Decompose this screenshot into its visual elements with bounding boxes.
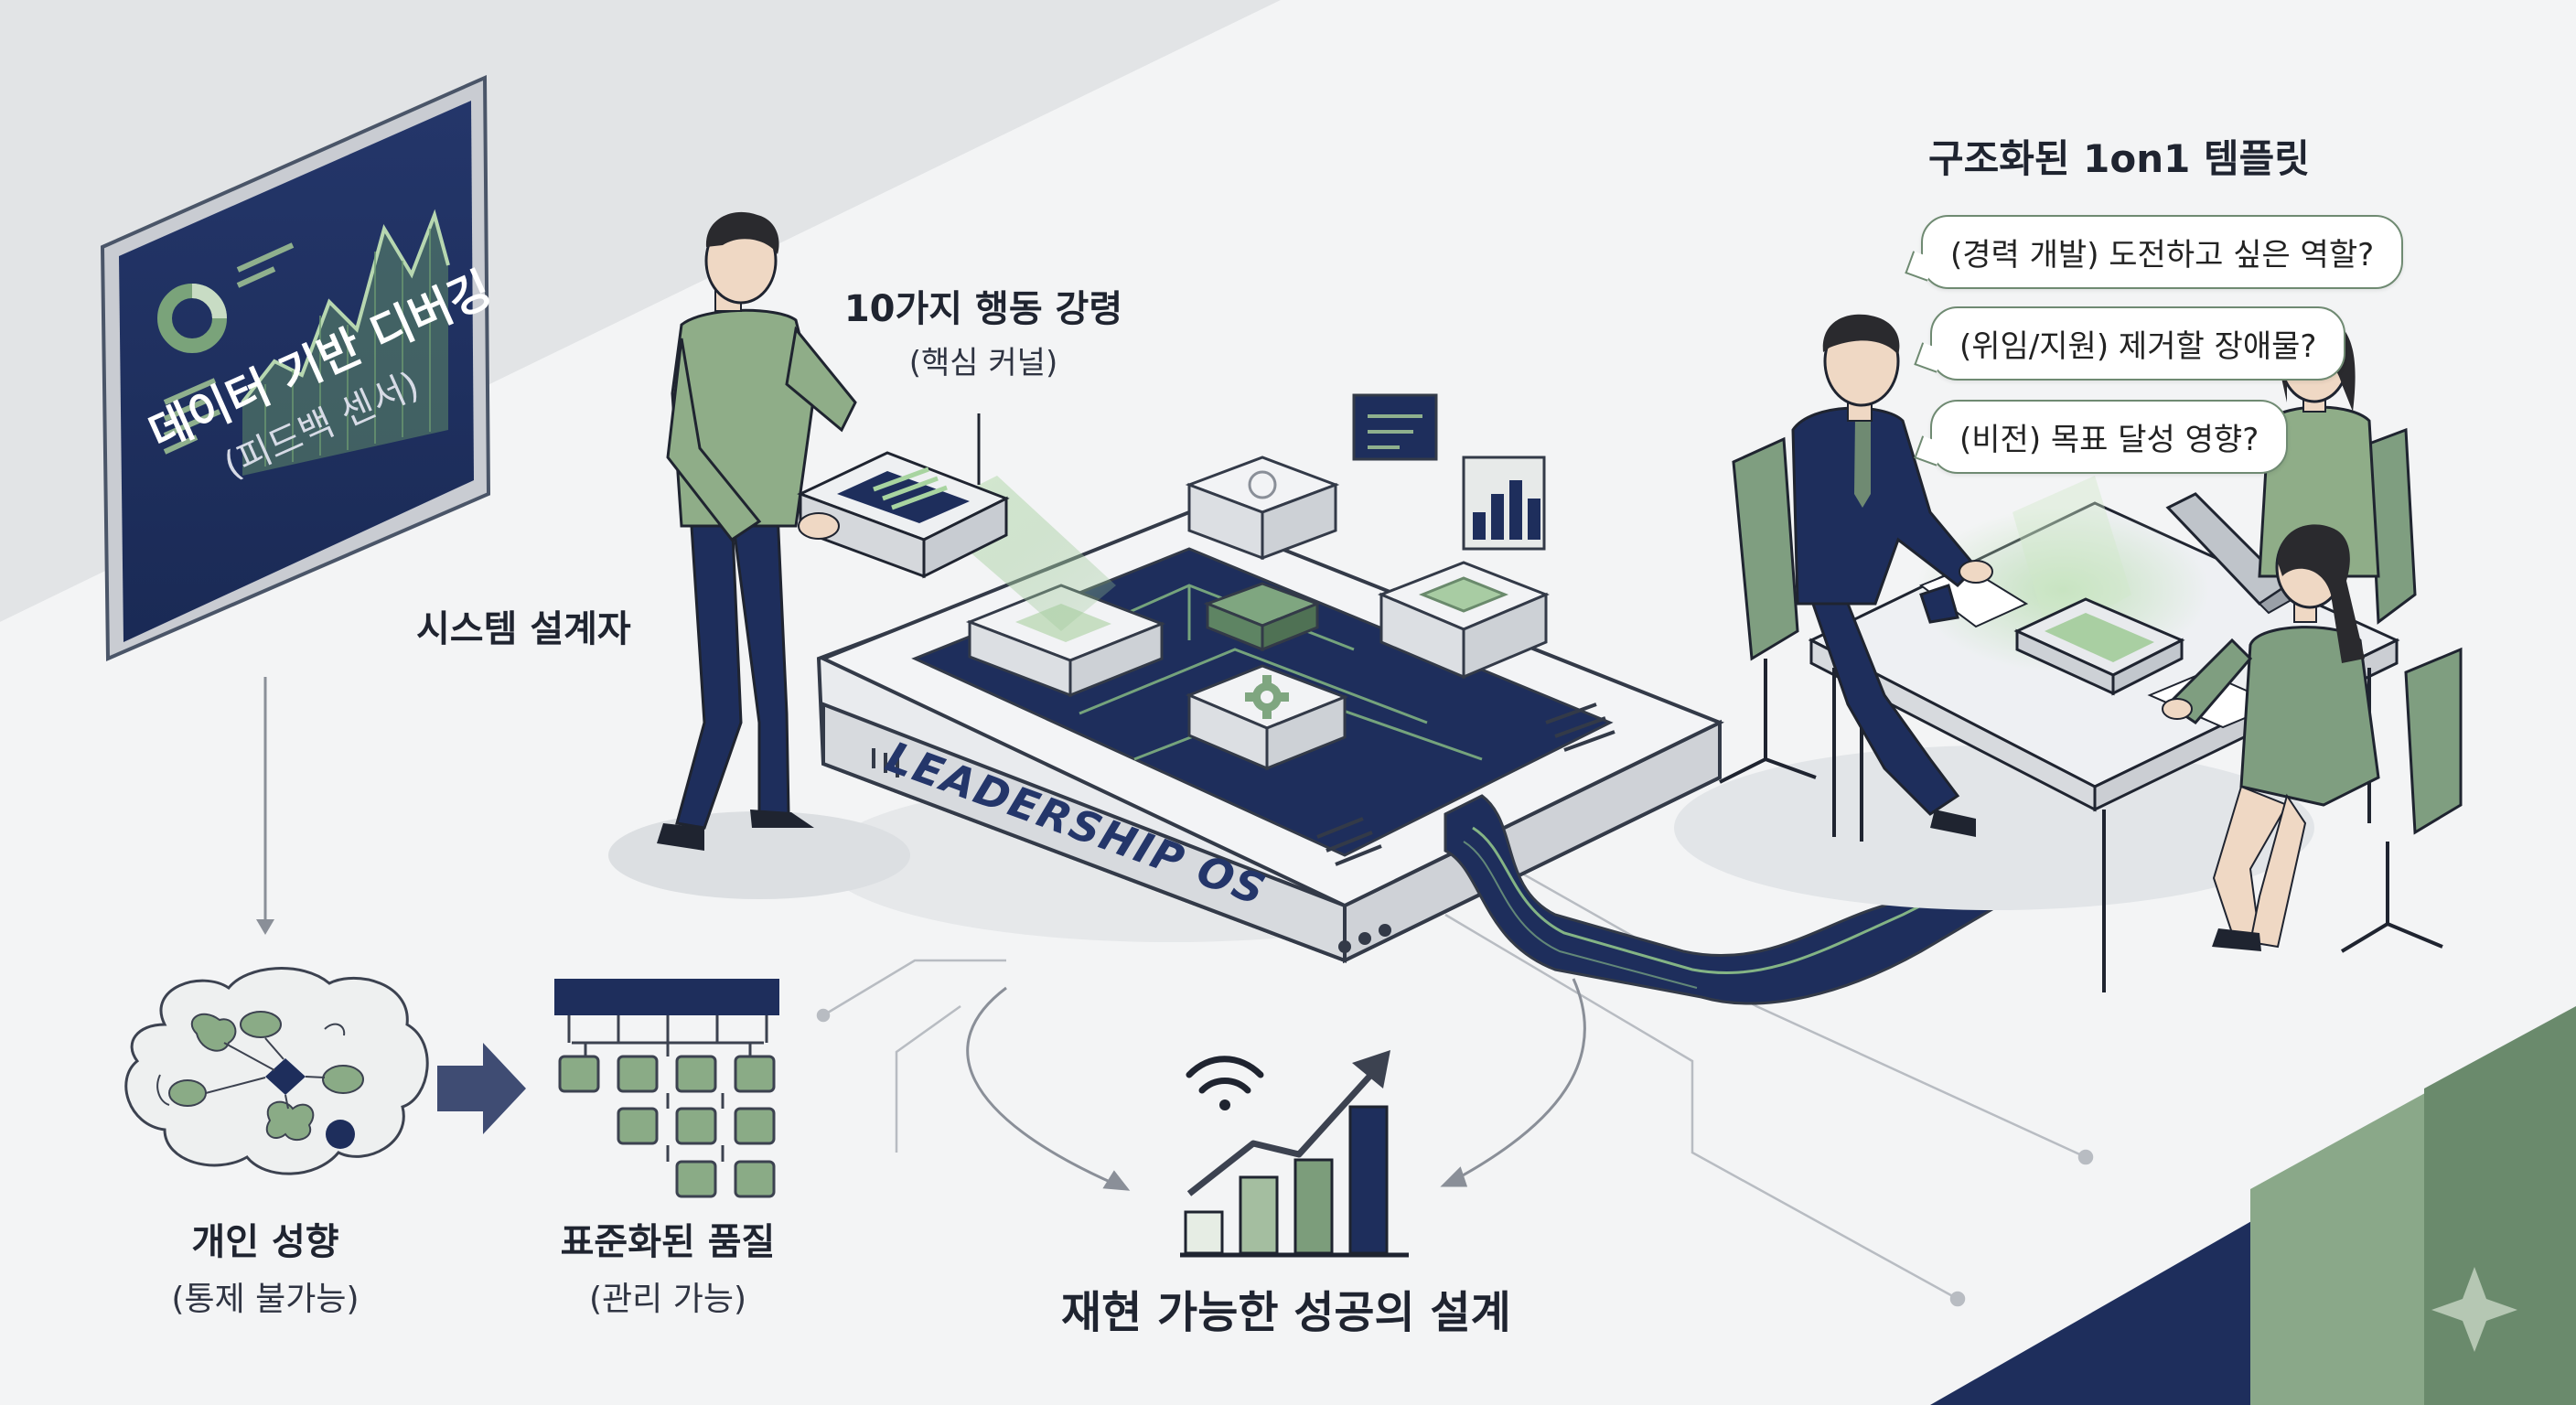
standard-title: 표준화된 품질 — [531, 1212, 805, 1265]
designer-title: 시스템 설계자 — [416, 599, 631, 652]
kernel-subtitle: (핵심 커널) — [819, 338, 1148, 382]
personal-label: 개인 성향 (통제 불가능) — [128, 1212, 402, 1320]
kernel-label: 10가지 행동 강령 (핵심 커널) — [819, 279, 1148, 382]
success-title: 재현 가능한 성공의 설계 — [1061, 1276, 1511, 1340]
floating-bar-chart-icon — [1464, 457, 1544, 549]
designer-label: 시스템 설계자 — [416, 599, 631, 652]
personal-subtitle: (통제 불가능) — [128, 1272, 402, 1320]
personal-title: 개인 성향 — [128, 1212, 402, 1265]
template-bubble-delegation: (위임/지원) 제거할 장애물? — [1930, 306, 2345, 381]
template-title: 구조화된 1on1 템플릿 — [1928, 128, 2310, 184]
template-bubble-vision: (비전) 목표 달성 영향? — [1930, 400, 2288, 474]
kernel-title: 10가지 행동 강령 — [819, 279, 1148, 332]
personal-tendency-cloud — [126, 969, 427, 1174]
standard-subtitle: (관리 가능) — [531, 1272, 805, 1320]
template-bubble-career: (경력 개발) 도전하고 싶은 역할? — [1921, 215, 2403, 289]
floating-chat-icon — [1354, 395, 1436, 459]
standard-label: 표준화된 품질 (관리 가능) — [531, 1212, 805, 1320]
